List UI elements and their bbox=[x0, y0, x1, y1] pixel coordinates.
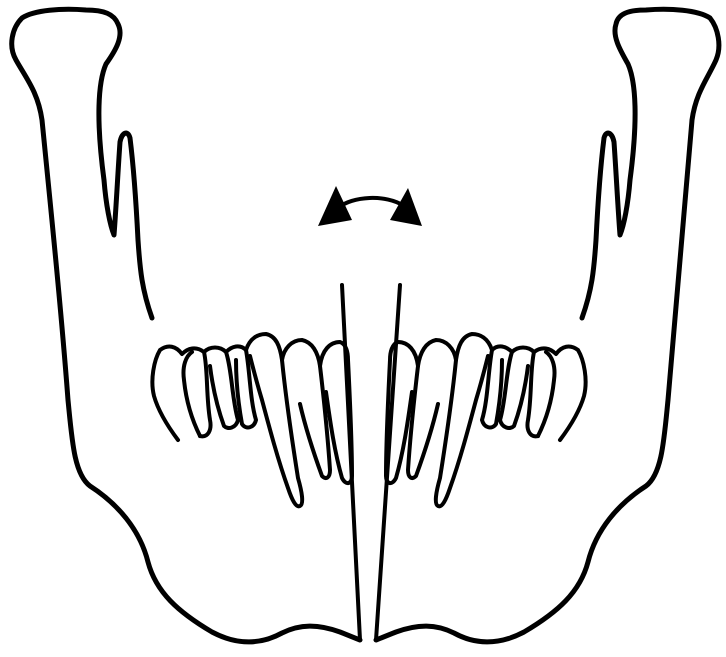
right-mandible-outline bbox=[376, 9, 719, 642]
rotation-arrow-left-head bbox=[318, 186, 352, 226]
midline-split-right-line bbox=[376, 285, 400, 640]
right-molar-3 bbox=[527, 347, 585, 440]
left-molar-2 bbox=[183, 352, 200, 436]
midline-split-left-line bbox=[342, 285, 360, 640]
right-molar-2 bbox=[538, 352, 555, 436]
left-molar-3 bbox=[152, 347, 210, 440]
double-headed-curved-arrow-icon bbox=[318, 186, 422, 226]
left-mandible-outline bbox=[12, 9, 360, 642]
midline-split bbox=[342, 285, 400, 640]
rotation-arrow-right-head bbox=[390, 188, 422, 226]
right-hemimandible bbox=[376, 9, 719, 642]
rotation-arrow-arc bbox=[338, 198, 404, 208]
left-hemimandible bbox=[12, 9, 360, 642]
